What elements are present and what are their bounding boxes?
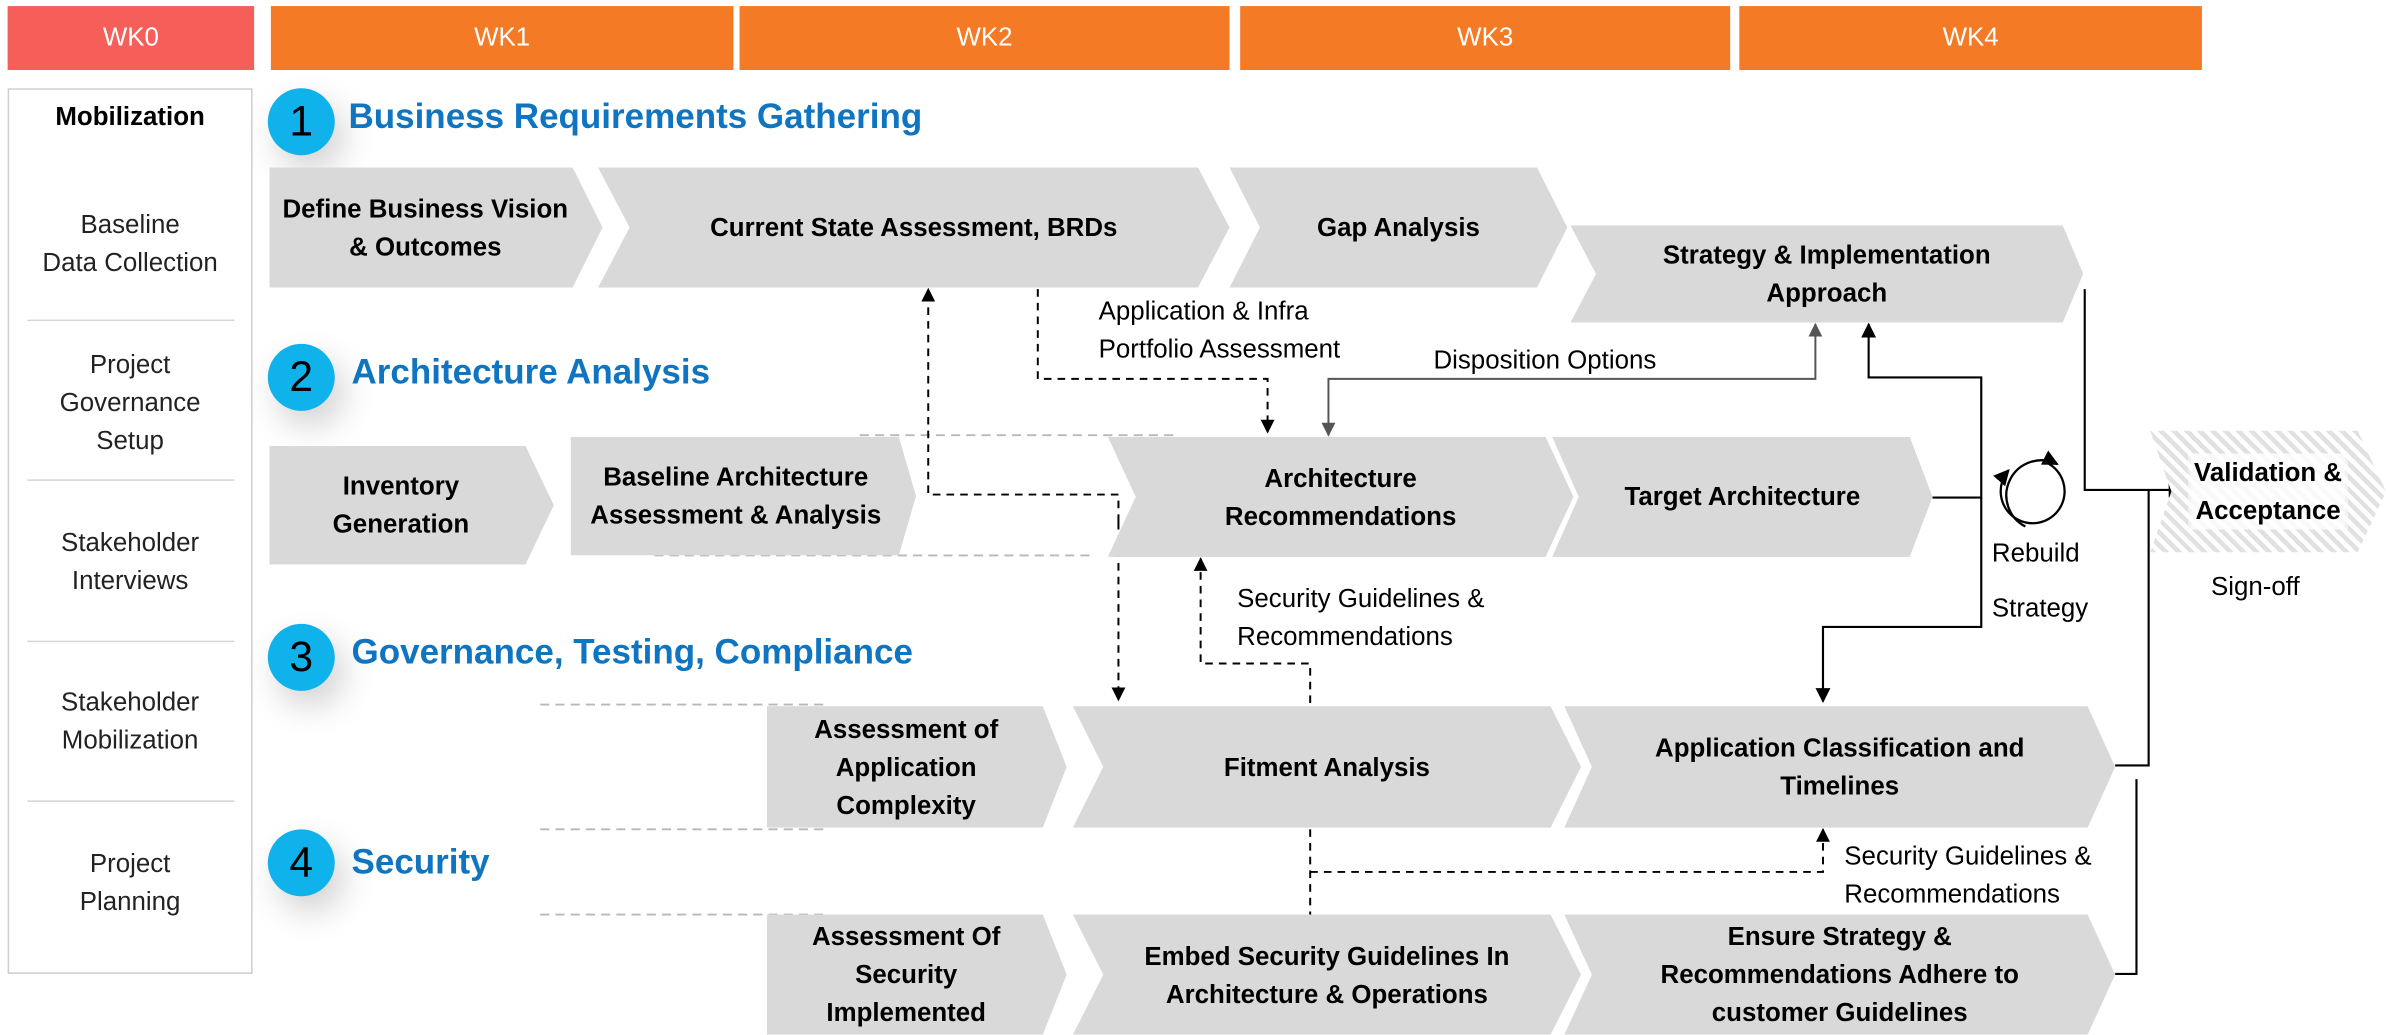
section-number-badge: 4 (267, 829, 335, 897)
step-text-line: Assessment of (814, 714, 999, 744)
step-text-line: Application (835, 752, 977, 782)
label-security-guidelines-2: Security Guidelines & Recommendations (1844, 837, 2091, 913)
step-ensure-strategy-guidelines: Ensure Strategy & Recommendations Adhere … (1564, 914, 2116, 1035)
label-line: Security Guidelines & (1237, 584, 1485, 614)
label-strategy: Strategy (1991, 593, 2089, 623)
step-text-line: Strategy & Implementation (1662, 240, 1991, 270)
step-text-line: Fitment Analysis (1223, 752, 1430, 782)
mobilization-panel: Mobilization Baseline Data Collection Pr… (7, 88, 253, 974)
step-text-line: Current State Assessment, BRDs (710, 213, 1118, 242)
sidebar-divider (27, 479, 235, 481)
step-text-line: Approach (1766, 278, 1888, 308)
step-text-line: & Outcomes (349, 232, 502, 261)
step-text-line: Recommendations (1224, 501, 1457, 531)
rebuild-cycle-icon (1993, 450, 2066, 528)
sidebar-item-line: Governance (59, 388, 201, 417)
label-line: Security Guidelines & (1844, 841, 2092, 871)
sidebar-item-line: Interviews (71, 566, 189, 595)
sidebar-item-line: Baseline (80, 209, 180, 239)
step-text-line: Application Classification and (1655, 733, 2025, 763)
step-target-architecture: Target Architecture (1552, 436, 1933, 557)
sidebar-item-line: Planning (79, 887, 181, 917)
sidebar-item-line: Stakeholder (61, 528, 200, 557)
label-line: Application & Infra (1098, 296, 1309, 326)
step-embed-security-guidelines: Embed Security Guidelines In Architecture… (1072, 914, 1582, 1035)
section-title-governance-testing: Governance, Testing, Compliance (351, 631, 913, 672)
sidebar-divider (27, 319, 235, 322)
step-text-line: customer Guidelines (1711, 998, 1968, 1028)
label-app-infra-portfolio: Application & Infra Portfolio Assessment (1099, 292, 1341, 368)
mobilization-title: Mobilization (55, 101, 205, 131)
step-text-line: Define Business Vision (282, 194, 569, 223)
week-header-wk0: WK0 (7, 6, 255, 70)
section-title-business-requirements: Business Requirements Gathering (348, 95, 923, 136)
label-security-guidelines-1: Security Guidelines & Recommendations (1237, 580, 1484, 656)
step-text-line: Architecture & Operations (1165, 979, 1488, 1009)
step-define-business-vision: Define Business Vision & Outcomes (269, 167, 603, 288)
step-text-line: Embed Security Guidelines In (1144, 941, 1510, 971)
label-line: Recommendations (1237, 622, 1453, 652)
section-number-badge: 3 (267, 623, 335, 691)
step-text-line: Ensure Strategy & (1727, 922, 1952, 952)
sidebar-item-line: Project (89, 349, 171, 379)
sidebar-item-stakeholder-mobilization: Stakeholder Mobilization (9, 683, 251, 759)
step-text-line: Timelines (1780, 771, 1900, 801)
sidebar-item-line: Stakeholder (61, 687, 200, 717)
step-gap-analysis: Gap Analysis (1229, 167, 1568, 288)
step-text-line: Complexity (836, 790, 976, 820)
section-number-badge: 2 (267, 343, 335, 411)
step-text-line: Target Architecture (1624, 482, 1861, 512)
week-header-wk1: WK1 (270, 6, 734, 70)
sidebar-item-line: Setup (96, 426, 164, 455)
label-rebuild: Rebuild (1991, 538, 2080, 568)
sidebar-item-line: Data Collection (42, 248, 218, 277)
step-validation-acceptance: Validation &Acceptance (2150, 430, 2386, 553)
step-current-state-assessment: Current State Assessment, BRDs (598, 167, 1230, 288)
step-text-line: Architecture (1264, 463, 1417, 493)
label-sign-off: Sign-off (2211, 572, 2300, 602)
sidebar-item-line: Mobilization (61, 725, 199, 755)
step-text-line: Baseline Architecture (603, 462, 869, 492)
step-text-line: Gap Analysis (1316, 213, 1480, 242)
step-text-line: Acceptance (2191, 491, 2346, 530)
week-header-wk3: WK3 (1240, 6, 1731, 70)
step-fitment-analysis: Fitment Analysis (1072, 706, 1582, 828)
sidebar-item-stakeholder-interviews: Stakeholder Interviews (9, 523, 251, 599)
week-header-wk4: WK4 (1739, 6, 2202, 70)
label-line: Recommendations (1844, 879, 2061, 909)
sidebar-item-project-planning: Project Planning (9, 845, 251, 921)
sidebar-divider (27, 640, 235, 643)
step-text-line: Assessment Of (811, 922, 1001, 952)
label-line: Portfolio Assessment (1098, 334, 1341, 364)
section-title-security: Security (351, 841, 490, 882)
step-text-line: Inventory (342, 471, 460, 501)
section-number-badge: 1 (267, 88, 335, 156)
step-text-line: Security (855, 960, 958, 990)
step-text-line: Implemented (826, 998, 986, 1028)
step-text-line: Validation & (2191, 453, 2346, 492)
section-title-architecture-analysis: Architecture Analysis (351, 351, 711, 392)
sidebar-divider (27, 800, 235, 802)
step-text-line: Assessment & Analysis (590, 500, 882, 530)
label-disposition-options: Disposition Options (1433, 345, 1657, 375)
step-text-line: Recommendations Adhere to (1660, 960, 2019, 990)
week-header-wk2: WK2 (739, 6, 1230, 70)
sidebar-item-line: Project (89, 849, 171, 879)
sidebar-item-baseline-data-collection: Baseline Data Collection (9, 205, 251, 281)
sidebar-item-project-governance-setup: Project Governance Setup (9, 345, 251, 459)
step-text-line: Generation (332, 509, 470, 539)
